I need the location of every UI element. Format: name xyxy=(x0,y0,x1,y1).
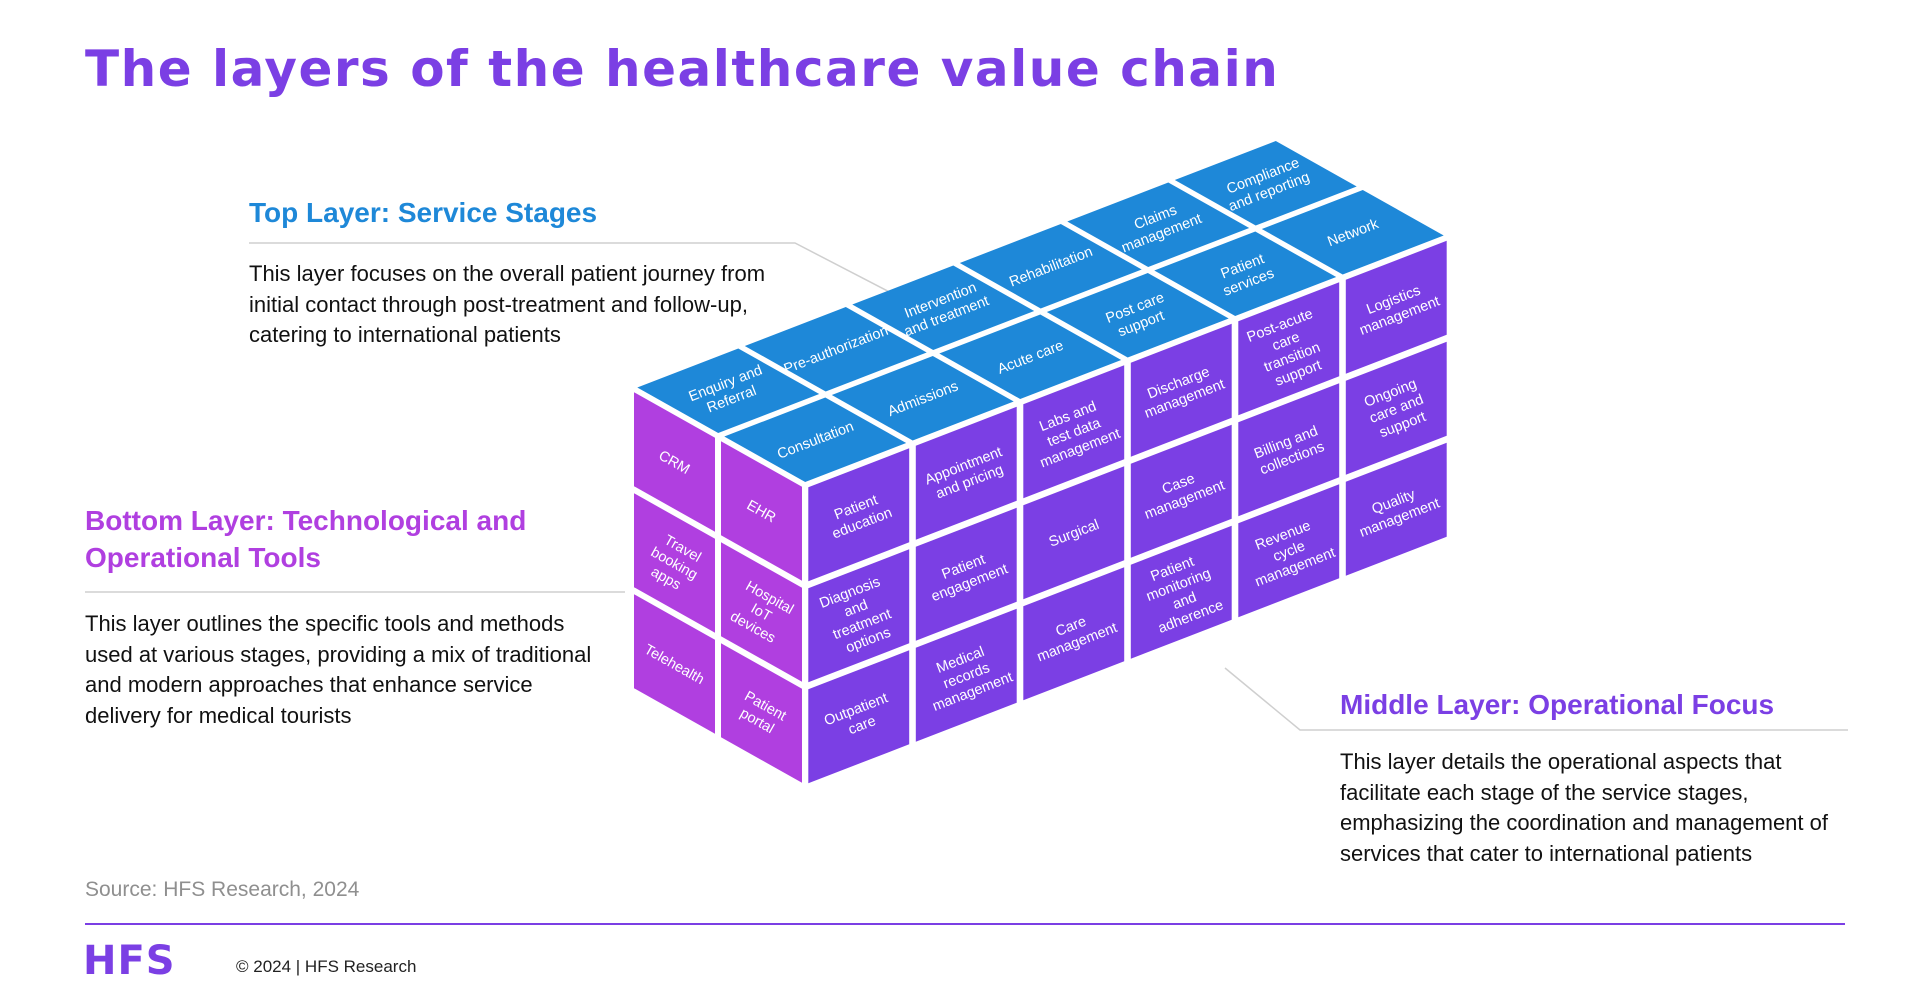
middle-row1-cell-4-tile xyxy=(1130,323,1232,457)
top-back-cell-1-tile xyxy=(637,348,820,433)
middle-row1-cell-5-tile xyxy=(1238,282,1340,416)
middle-row1-cell-6-tile xyxy=(1345,240,1447,374)
middle-row1-cell-3-tile xyxy=(1023,365,1125,499)
middle-row2-cell-2-tile xyxy=(915,507,1017,641)
top-back-cell-3-tile xyxy=(852,265,1035,350)
middle-row3-cell-3-tile xyxy=(1023,567,1125,701)
top-back-cell-5-tile xyxy=(1067,182,1250,267)
middle-row2-cell-1-tile xyxy=(808,549,910,683)
bottom-back-cell-3-tile xyxy=(634,594,715,734)
top-layer-description: This layer focuses on the overall patien… xyxy=(249,261,766,347)
top-back-cell-2-tile xyxy=(744,307,927,392)
bottom-layer-description: This layer outlines the specific tools a… xyxy=(85,611,592,728)
middle-row3-cell-2-tile xyxy=(915,608,1017,742)
top-front-cell-1-tile xyxy=(724,397,907,482)
top-front-cell-3-tile xyxy=(939,314,1122,399)
top-front-cell-5-tile xyxy=(1154,231,1337,316)
middle-layer-heading: Middle Layer: Operational Focus xyxy=(1340,689,1775,720)
bottom-front-cell-2-tile xyxy=(721,542,802,682)
top-front-cell-4-tile xyxy=(1046,273,1229,358)
middle-row3-cell-4-tile xyxy=(1130,525,1232,659)
bottom-front-cell-1-tile xyxy=(721,441,802,581)
top-front-cell-6-tile xyxy=(1261,190,1444,275)
middle-row2-cell-5-tile xyxy=(1238,383,1340,517)
top-layer-heading: Top Layer: Service Stages xyxy=(249,197,598,228)
hfs-logo: HFS xyxy=(83,938,176,984)
page-title: The layers of the healthcare value chain xyxy=(85,40,1280,98)
middle-row2-cell-3-tile xyxy=(1023,466,1125,600)
middle-row1-cell-2-tile xyxy=(915,406,1017,540)
top-back-cell-4-tile xyxy=(959,224,1142,309)
top-layer-face: Enquiry andReferralConsultationPre-autho… xyxy=(637,141,1444,482)
middle-row3-cell-6-tile xyxy=(1345,442,1447,576)
middle-row2-cell-6-tile xyxy=(1345,341,1447,475)
footer-divider xyxy=(85,923,1845,925)
source-note: Source: HFS Research, 2024 xyxy=(85,878,360,901)
middle-row1-cell-1-tile xyxy=(808,448,910,582)
copyright-text: © 2024 | HFS Research xyxy=(236,957,417,976)
bottom-back-cell-2-tile xyxy=(634,493,715,633)
top-front-cell-2-tile xyxy=(831,356,1014,441)
top-back-cell-6-tile xyxy=(1174,141,1357,226)
middle-layer-description: This layer details the operational aspec… xyxy=(1340,749,1828,866)
middle-row3-cell-1-tile xyxy=(808,650,910,784)
bottom-front-cell-3-tile xyxy=(721,643,802,783)
middle-row2-cell-4-tile xyxy=(1130,424,1232,558)
bottom-back-cell-1-tile xyxy=(634,392,715,532)
connector-lines xyxy=(85,242,1848,731)
middle-row3-cell-5-tile xyxy=(1238,484,1340,618)
middle-layer-connector xyxy=(1224,667,1848,731)
top-layer-connector xyxy=(249,242,906,301)
bottom-layer-heading: Bottom Layer: Technological and Operatio… xyxy=(85,505,527,573)
